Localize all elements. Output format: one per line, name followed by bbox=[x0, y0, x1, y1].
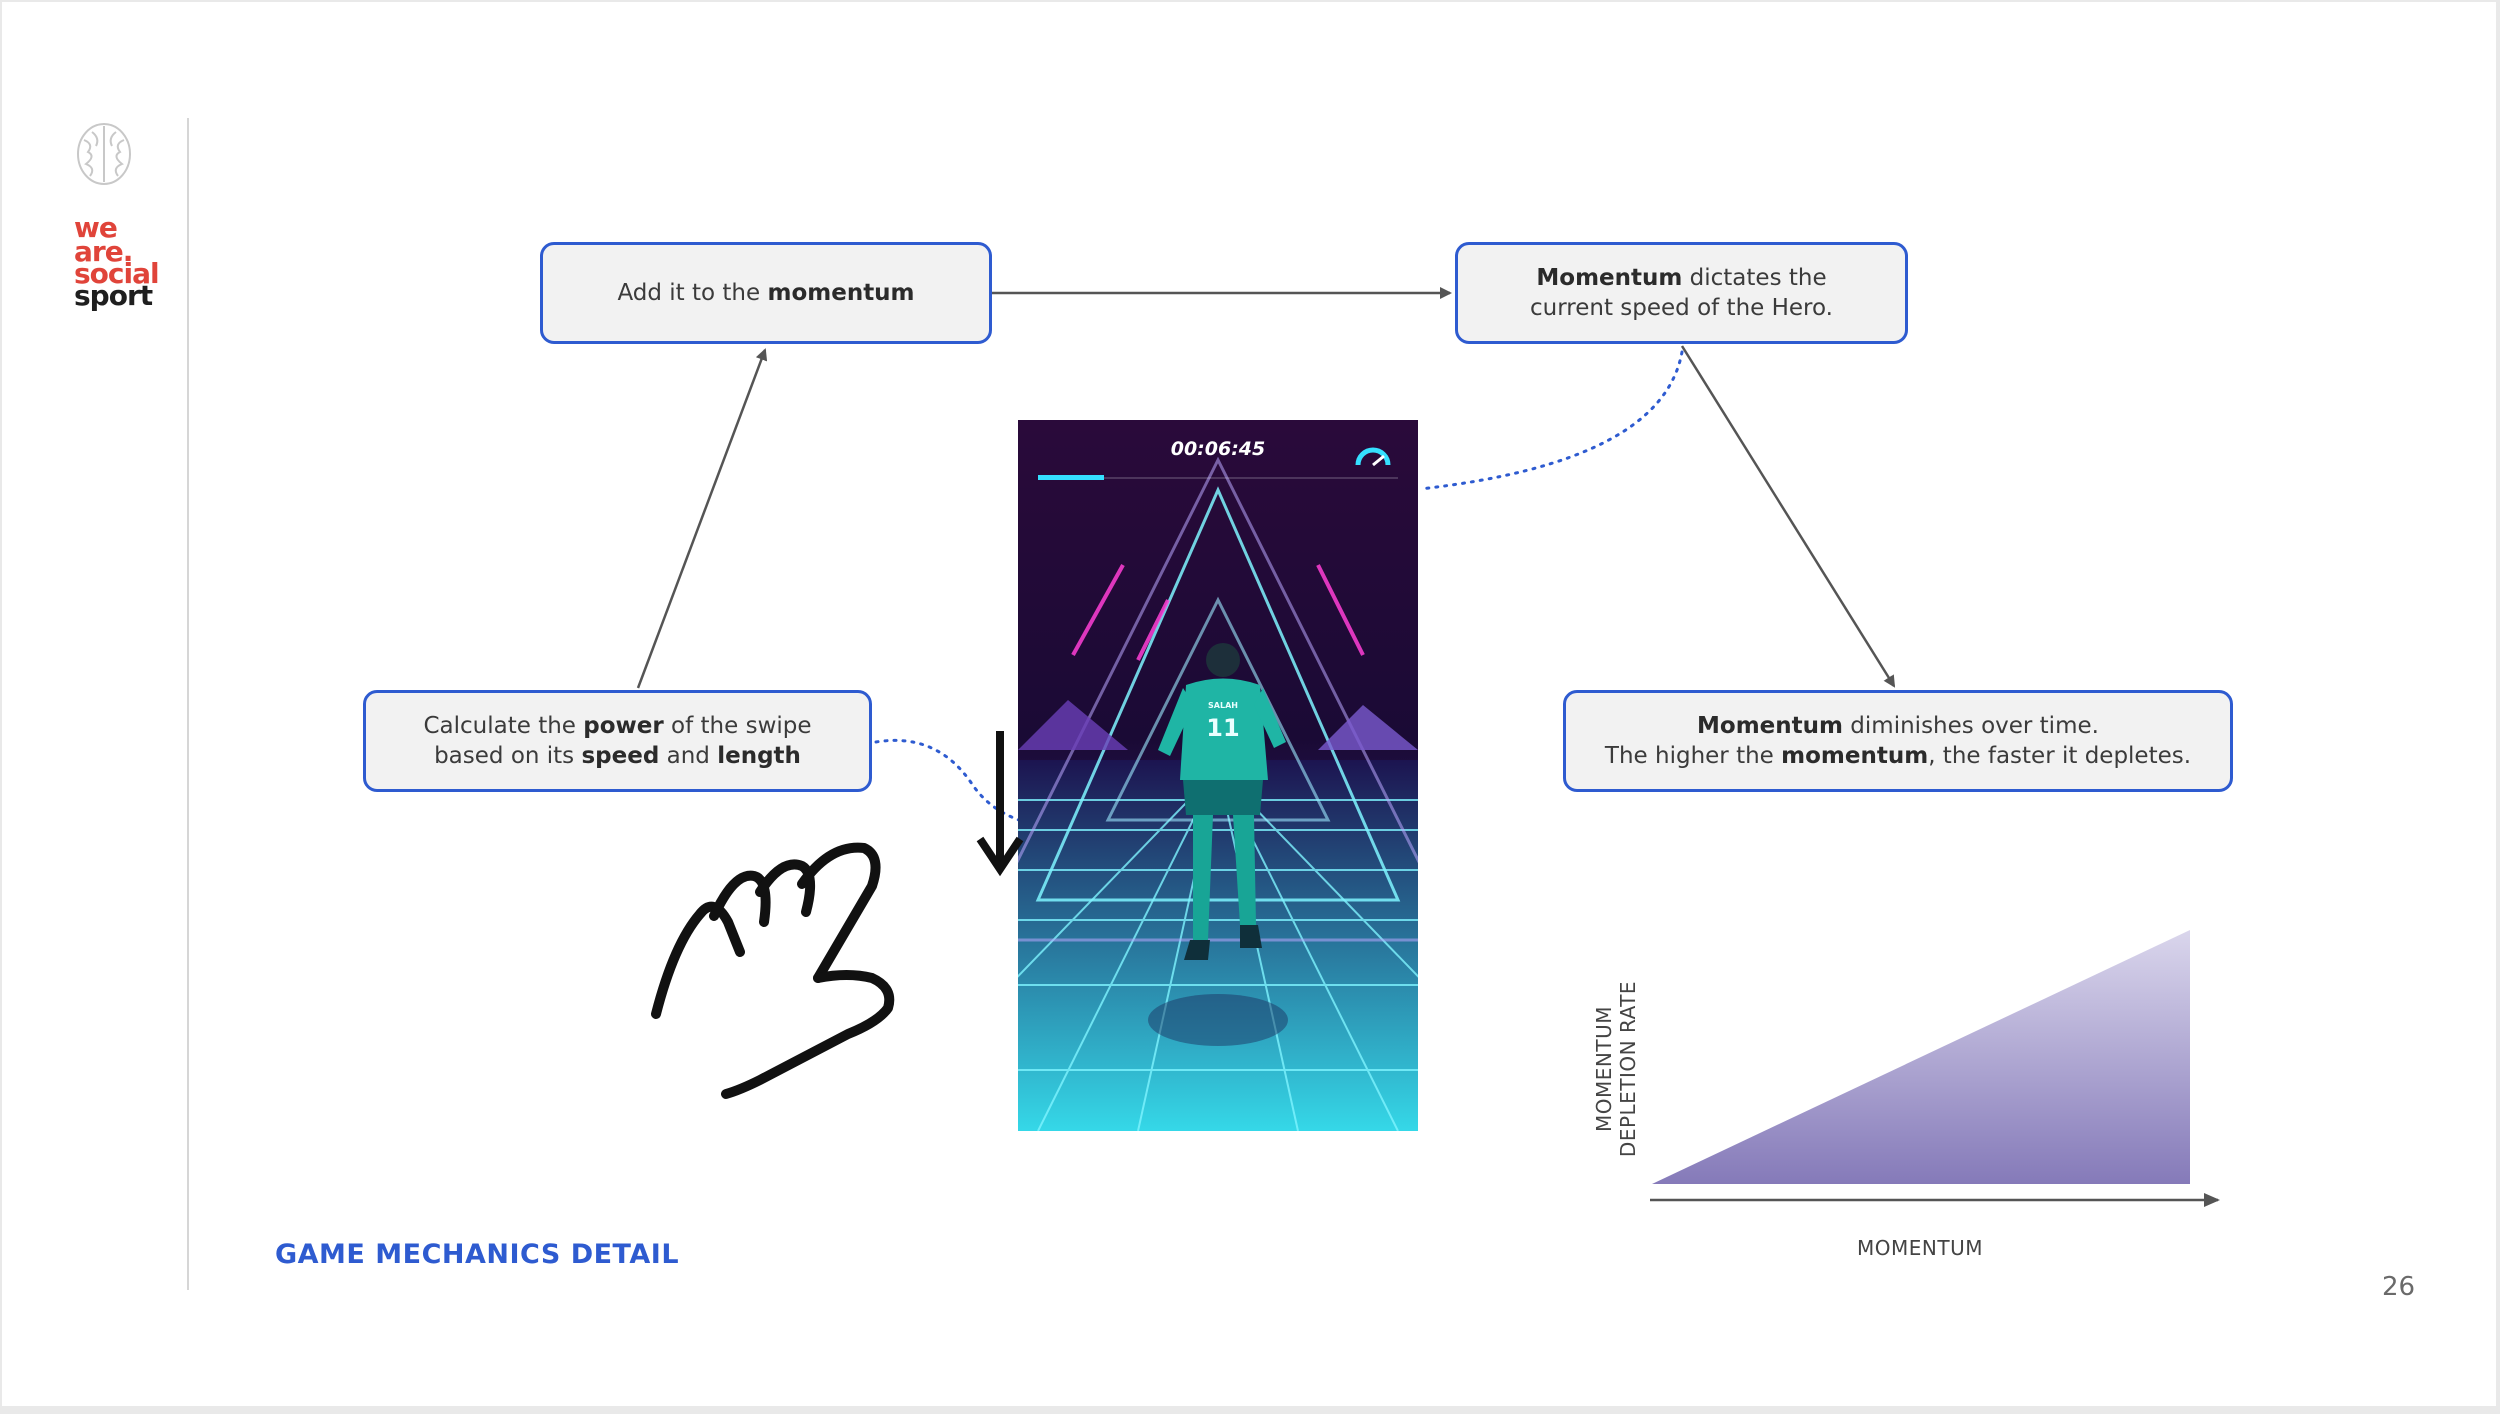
graph-y-label: MOMENTUM DEPLETION RATE bbox=[1592, 929, 1640, 1209]
brand-logo-sport: sport bbox=[74, 279, 153, 312]
step-momentum-diminishes-line1: Momentum diminishes over time. bbox=[1697, 713, 2099, 739]
step-calculate-power: Calculate the power of the swipe based o… bbox=[363, 690, 872, 792]
step-add-to-momentum-text: Add it to the momentum bbox=[617, 280, 915, 306]
step-momentum-speed-line2: current speed of the Hero. bbox=[1530, 295, 1833, 321]
swipe-down-arrow-icon bbox=[976, 731, 1024, 877]
page-number: 26 bbox=[2382, 1272, 2416, 1302]
step-momentum-diminishes-line2: The higher the momentum, the faster it d… bbox=[1604, 743, 2192, 769]
depletion-area bbox=[1652, 930, 2190, 1184]
game-timer: 00:06:45 bbox=[1170, 438, 1266, 460]
section-title: GAME MECHANICS DETAIL bbox=[275, 1239, 680, 1270]
game-scene-illustration bbox=[1018, 420, 1418, 1131]
jersey-name: SALAH bbox=[1208, 701, 1238, 710]
brand-logo-we: we bbox=[74, 211, 118, 244]
graph-y-label-line2: DEPLETION RATE bbox=[1616, 980, 1640, 1158]
step-add-to-momentum: Add it to the momentum bbox=[540, 242, 992, 344]
graph-x-label: MOMENTUM bbox=[1857, 1236, 1983, 1260]
step-momentum-diminishes: Momentum diminishes over time. The highe… bbox=[1563, 690, 2233, 792]
graph-y-label-line1: MOMENTUM bbox=[1592, 1006, 1616, 1132]
step-momentum-speed: Momentum dictates the current speed of t… bbox=[1455, 242, 1908, 344]
dotted-leader-speed bbox=[1418, 350, 1684, 491]
arrow-power-to-momentum bbox=[636, 348, 768, 689]
step-calculate-power-line1: Calculate the power of the swipe bbox=[423, 713, 812, 739]
depletion-graph bbox=[1650, 930, 2220, 1207]
game-screenshot: 00:06:45 SALAH 11 bbox=[1018, 420, 1418, 1131]
step-calculate-power-line2: based on its speed and length bbox=[434, 743, 801, 769]
arrow-speed-to-depletion bbox=[1680, 345, 1896, 688]
step-momentum-speed-line1: Momentum dictates the bbox=[1536, 265, 1827, 291]
brand-logo-are: are. bbox=[74, 235, 133, 268]
brand-logo-social: social bbox=[74, 257, 160, 290]
jersey-number: 11 bbox=[1206, 714, 1240, 742]
left-divider bbox=[187, 118, 189, 1290]
dotted-leader-power bbox=[874, 738, 1034, 826]
swipe-hand-icon bbox=[651, 842, 895, 1099]
brain-logo-icon bbox=[77, 123, 131, 185]
